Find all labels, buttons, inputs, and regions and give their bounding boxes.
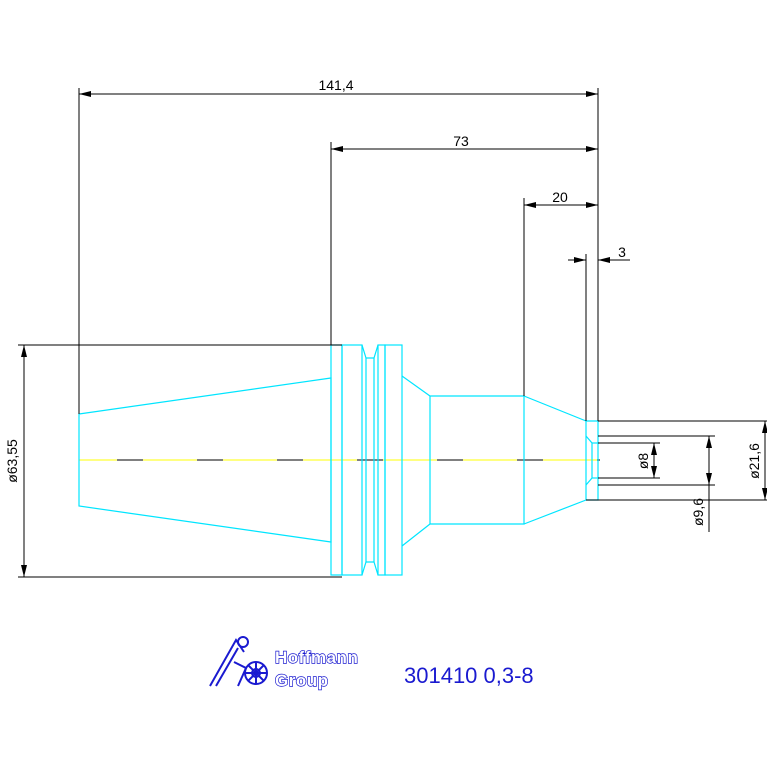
dim-overall-length: 141,4 — [318, 77, 353, 93]
dimension-lines — [18, 88, 767, 578]
dim-diameter-tip: ø9,6 — [690, 498, 706, 526]
part-number: 301410 0,3-8 — [404, 663, 534, 688]
dim-diameter-flange: ø63,55 — [4, 439, 20, 483]
part-outline — [78, 344, 599, 576]
logo-text-line1: Hoffmann — [275, 648, 358, 667]
dim-length-20: 20 — [552, 189, 568, 205]
dim-length-3: 3 — [618, 244, 626, 260]
hoffmann-logo — [209, 636, 268, 687]
logo-text-line2: Group — [275, 671, 329, 690]
dimension-arrows — [21, 91, 767, 577]
dim-diameter-nose: ø21,6 — [746, 443, 762, 479]
dim-diameter-bore: ø8 — [635, 453, 651, 470]
dim-length-73: 73 — [453, 133, 469, 149]
